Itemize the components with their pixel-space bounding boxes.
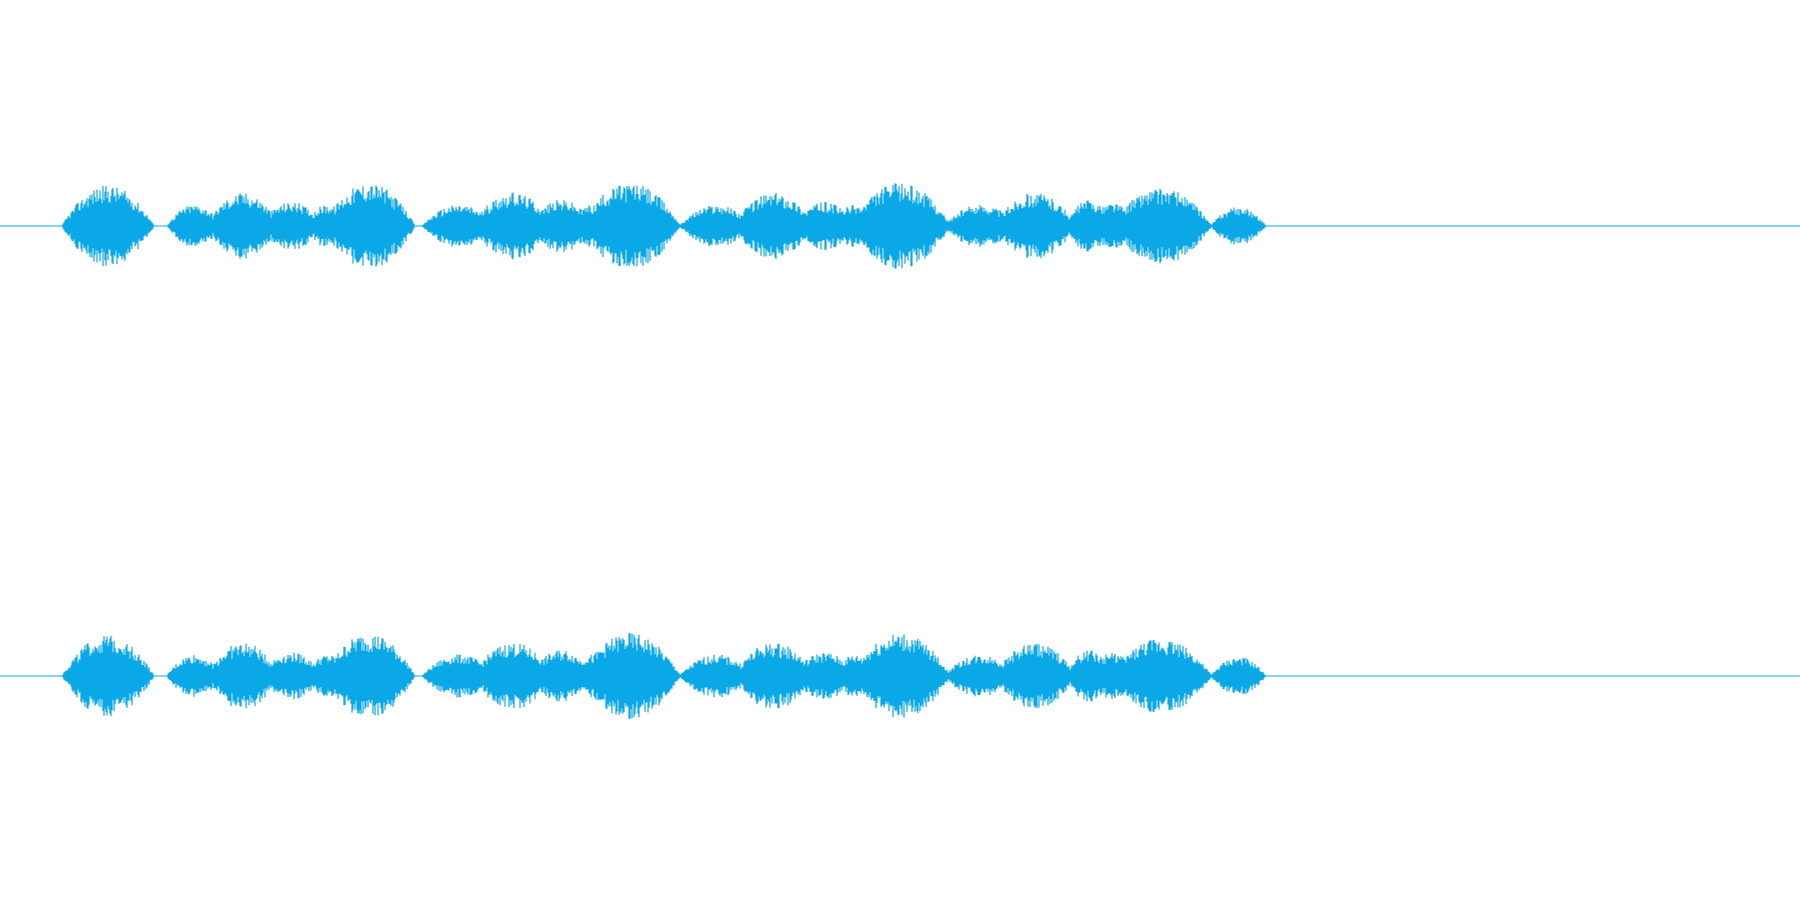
waveform-signal (62, 633, 1266, 719)
waveform-signal (62, 183, 1266, 269)
waveform-channel-2 (0, 633, 1800, 719)
waveform-channel-1 (0, 183, 1800, 269)
